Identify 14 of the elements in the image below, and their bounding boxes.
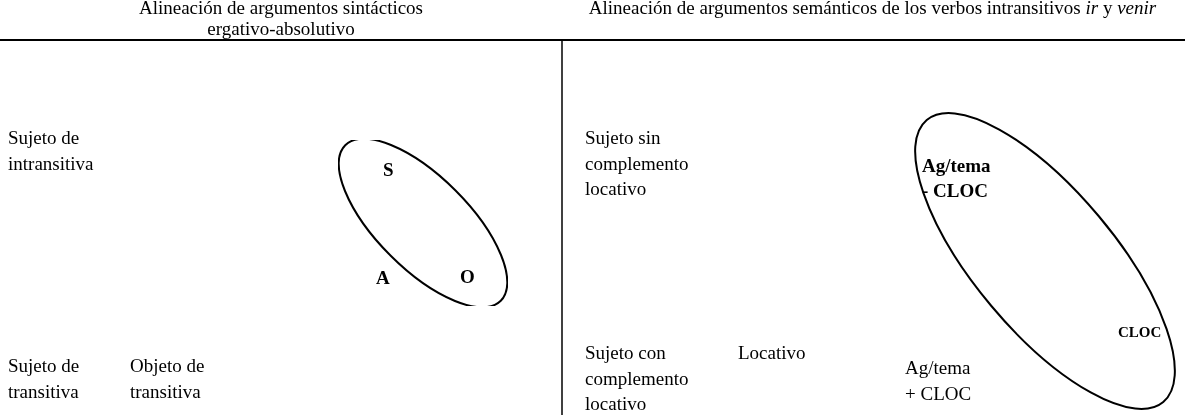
argument-label: Ag/tema + CLOC [905, 356, 973, 406]
ellipse-group [338, 140, 508, 306]
column-header: Alineación de argumentos sintácticos ergativo-absolutivo [137, 0, 424, 40]
row-label: Sujeto de transitiva [8, 354, 81, 404]
ellipse-label: CLOC [1118, 323, 1162, 342]
row-label: Sujeto con complemento locativo [585, 341, 690, 415]
argument-label: A [376, 266, 391, 290]
ellipse-label: S [383, 158, 394, 182]
ellipse-label: O [460, 265, 475, 289]
row-label: Sujeto de intransitiva [8, 126, 95, 176]
column-header: Alineación de argumentos semánticos de los verbos intransitivos ir y venir [587, 0, 1158, 19]
row-label: Locativo [738, 341, 807, 365]
row-label: Sujeto sin complemento locativo [585, 126, 690, 202]
row-label: Objeto de transitiva [130, 354, 206, 404]
